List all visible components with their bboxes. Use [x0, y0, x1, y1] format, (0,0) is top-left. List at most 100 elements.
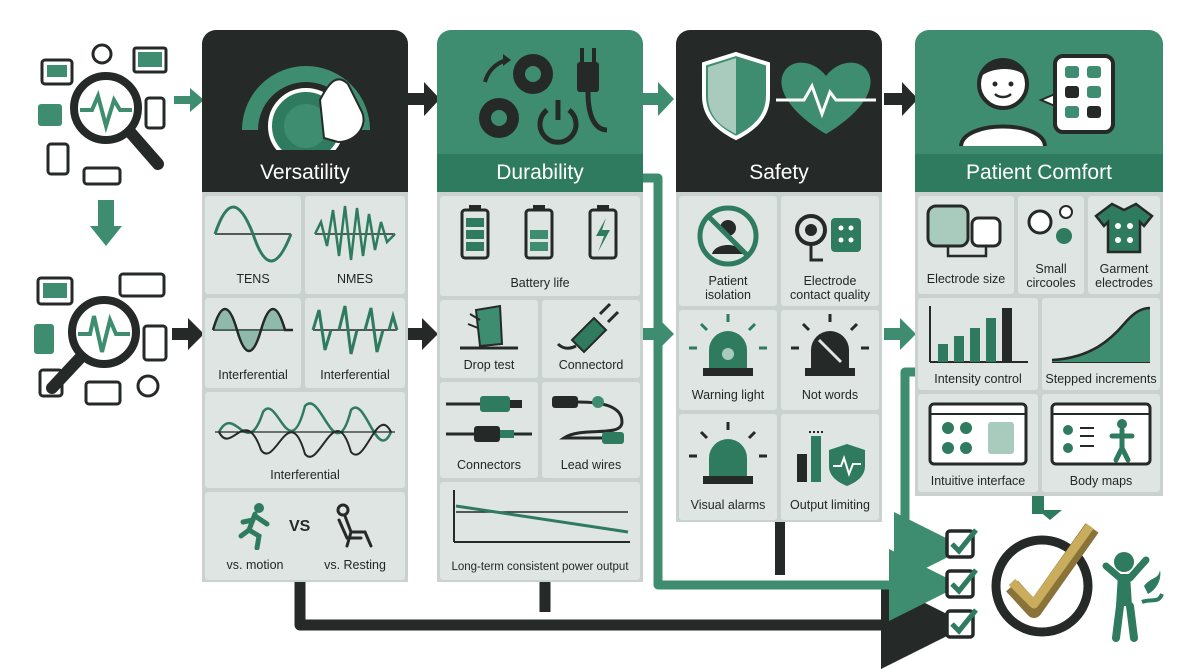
patient-isolation-label: Patient isolation	[705, 274, 751, 302]
versatility-title: Versatility	[202, 154, 408, 192]
not-words-label: Not words	[801, 388, 859, 402]
lead-wires-cell: Lead wires	[542, 382, 640, 478]
body-map-icon	[1050, 402, 1152, 466]
interferential-wave-icon	[211, 308, 293, 352]
intuitive-interface-label: Intuitive interface	[930, 474, 1026, 488]
sine-wave-icon	[213, 205, 293, 263]
check-box-icon	[945, 568, 978, 599]
output-limiting-cell: Output limiting	[781, 414, 879, 520]
isolation-icon	[697, 205, 759, 267]
power-output-label: Long-term consistent power output	[451, 561, 629, 573]
durability-title: Durability	[437, 154, 643, 192]
safety-title: Safety	[676, 154, 882, 192]
device-cluster-bottom	[34, 272, 168, 406]
connectord-cell: Connectord	[542, 300, 640, 378]
nmes-label: NMES	[336, 272, 374, 286]
arrow-right-icon	[884, 318, 916, 350]
interferential-c-cell: Interferential	[205, 392, 405, 488]
visual-alarms-label: Visual alarms	[690, 498, 766, 512]
garment-shirt-icon	[1094, 202, 1154, 254]
output-limit-shield-icon	[797, 431, 865, 486]
arrow-right-icon	[406, 318, 438, 350]
electrode-size-cell: Electrode size	[918, 196, 1014, 294]
arrow-right-icon	[172, 318, 204, 350]
electrode-contact-cell: Electrode contact quality	[781, 196, 879, 306]
garment-electrodes-cell: Garment electrodes	[1088, 196, 1160, 294]
big-check-icon	[991, 523, 1099, 637]
connectors-label: Connectors	[457, 458, 521, 472]
body-maps-cell: Body maps	[1042, 394, 1160, 492]
power-output-cell: Long-term consistent power output	[440, 482, 640, 580]
battery-icon	[460, 205, 618, 260]
connectord-label: Connectord	[558, 358, 624, 372]
electrode-contact-label: Electrode contact quality	[790, 274, 870, 302]
resting-label: vs. Resting	[324, 558, 386, 572]
arrow-down-icon	[90, 200, 122, 246]
safety-header: Safety	[676, 30, 882, 192]
garment-electrodes-label: Garment electrodes	[1095, 262, 1153, 290]
durability-header: Durability	[437, 30, 643, 192]
vs-text: VS	[289, 518, 311, 535]
check-box-icon	[945, 608, 978, 639]
arrow-right-icon	[642, 318, 674, 350]
output-limiting-label: Output limiting	[790, 498, 870, 512]
modulated-wave-icon	[313, 205, 396, 261]
active-person-icon	[1102, 552, 1164, 642]
dial-hand-icon	[242, 66, 370, 150]
electrode-contact-icon	[795, 214, 861, 262]
intensity-control-cell: Intensity control	[918, 298, 1038, 390]
battery-life-label: Battery life	[510, 276, 570, 290]
gears-plug-icon	[479, 48, 608, 145]
intensity-control-label: Intensity control	[934, 372, 1022, 386]
device-cluster-top	[38, 43, 168, 186]
intuitive-interface-cell: Intuitive interface	[918, 394, 1038, 492]
stepped-increments-label: Stepped increments	[1045, 372, 1157, 386]
arrow-right-icon	[406, 82, 440, 116]
shield-heart-icon	[702, 51, 876, 141]
warning-light-label: Warning light	[691, 388, 765, 402]
connectors-cell: Connectors	[440, 382, 538, 478]
interferential-b-label: Interferential	[320, 368, 390, 382]
interferential-a-label: Interferential	[218, 368, 288, 382]
result-checklist-group	[1032, 496, 1062, 520]
drop-test-label: Drop test	[463, 358, 515, 372]
power-output-chart-icon	[453, 490, 630, 543]
tens-label: TENS	[236, 272, 270, 286]
siren-icon	[689, 422, 767, 484]
interferential-b-cell: Interferential	[305, 298, 405, 388]
motion-label: vs. motion	[226, 558, 284, 572]
electrode-size-label: Electrode size	[926, 272, 1006, 286]
interferential-c-label: Interferential	[270, 468, 340, 482]
cable-connectors-icon	[446, 396, 532, 442]
visual-alarms-cell: Visual alarms	[679, 414, 777, 520]
ramp-curve-icon	[1051, 306, 1151, 363]
small-circooles-cell: Small circooles	[1018, 196, 1084, 294]
running-person-icon	[238, 503, 270, 550]
patient-isolation-cell: Patient isolation	[679, 196, 777, 306]
arrow-right-icon	[174, 88, 204, 112]
warning-light-cell: Warning light	[679, 310, 777, 410]
patient-remote-icon	[959, 54, 1115, 147]
warning-light-icon	[689, 314, 767, 376]
bar-levels-icon	[929, 306, 1028, 363]
alarm-light-icon	[791, 314, 869, 376]
motion-vs-resting-cell: VS vs. motion vs. Resting	[205, 492, 405, 580]
drop-test-icon	[460, 304, 518, 350]
patient-comfort-title: Patient Comfort	[915, 154, 1163, 192]
resting-person-icon	[336, 503, 373, 548]
body-maps-label: Body maps	[1069, 474, 1133, 488]
interferential-a-cell: Interferential	[205, 298, 301, 388]
arrow-right-icon	[640, 82, 674, 116]
battery-life-cell: Battery life	[440, 196, 640, 296]
check-box-icon	[945, 528, 978, 559]
small-circooles-label: Small circooles	[1026, 262, 1076, 290]
tens-cell: TENS	[205, 196, 301, 294]
burst-wave-icon	[311, 305, 399, 355]
interface-window-icon	[928, 402, 1028, 466]
drop-test-cell: Drop test	[440, 300, 538, 378]
electrode-pads-icon	[926, 204, 1002, 258]
versatility-header: Versatility	[202, 30, 408, 192]
lead-wires-label: Lead wires	[560, 458, 622, 472]
small-circles-icon	[1027, 205, 1073, 244]
lead-wire-icon	[552, 396, 624, 444]
